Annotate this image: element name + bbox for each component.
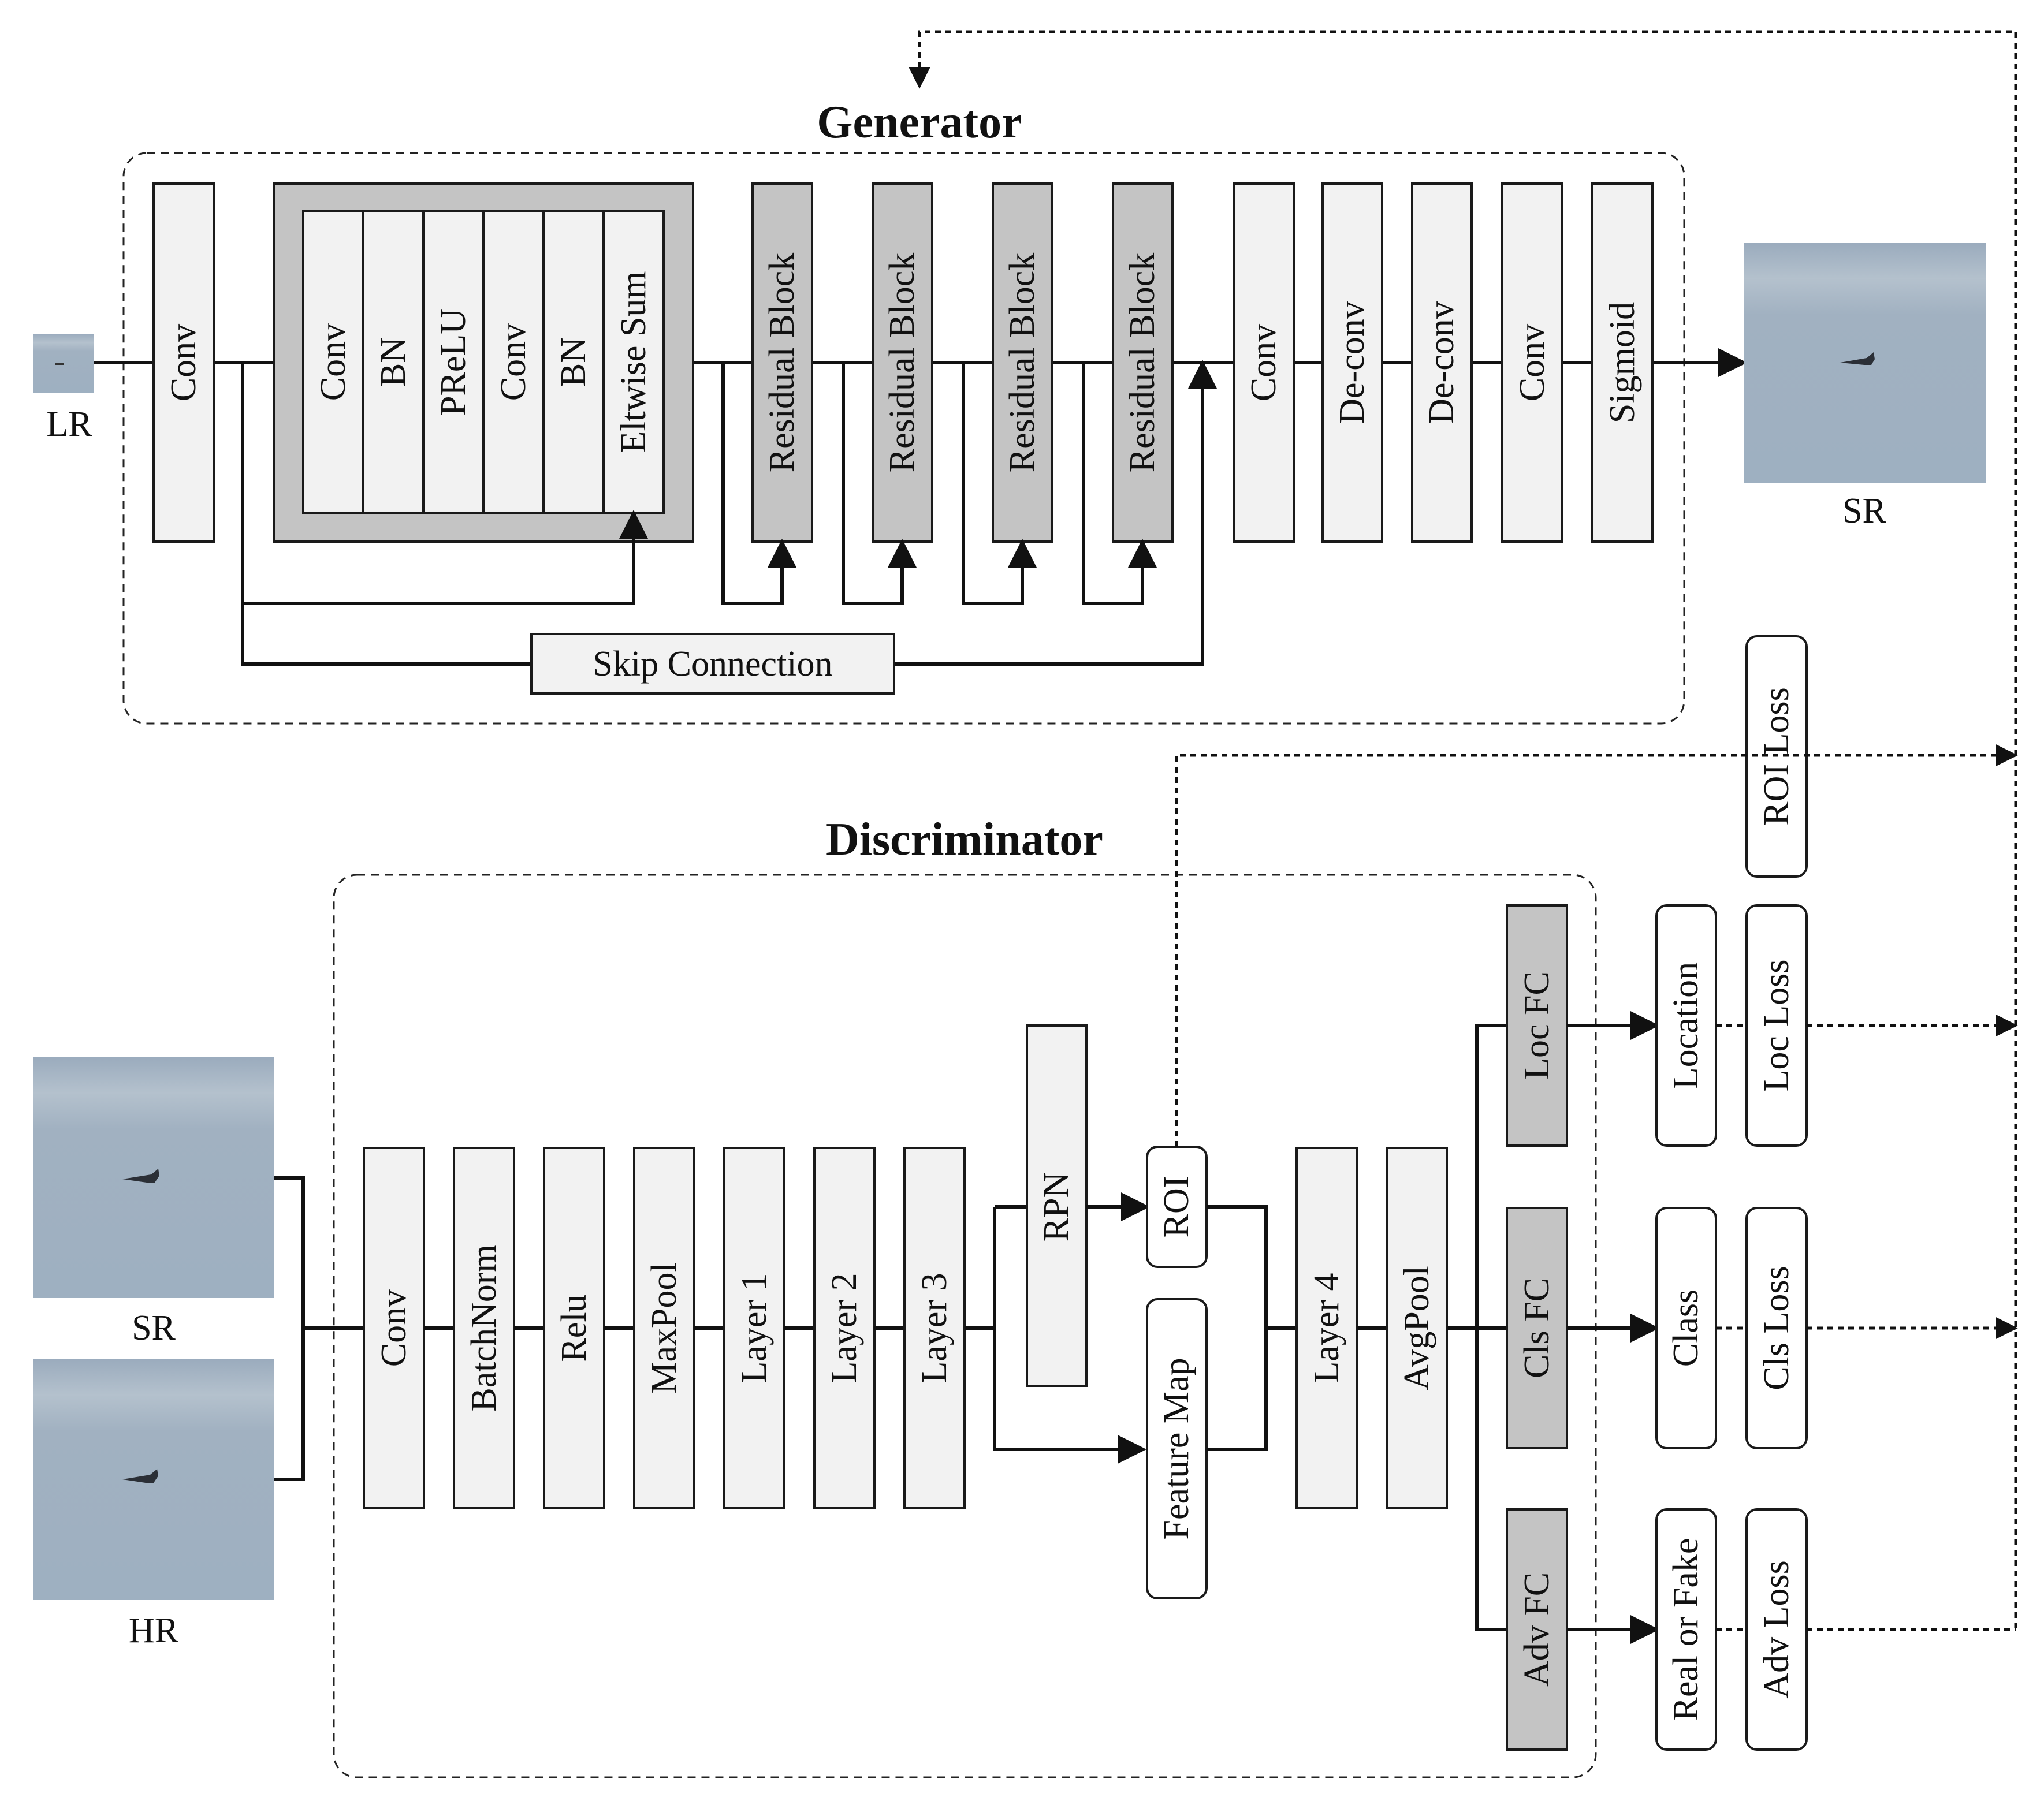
svg-text:Real or Fake: Real or Fake bbox=[1666, 1538, 1706, 1721]
disc-layer-4: Layer 4 bbox=[1295, 1147, 1358, 1509]
svg-text:Residual Block: Residual Block bbox=[883, 253, 922, 473]
generator-frame bbox=[122, 152, 1685, 725]
cls-fc: Cls FC bbox=[1506, 1207, 1568, 1449]
adv-loss: Adv Loss bbox=[1745, 1508, 1808, 1751]
disc-feature-map: Feature Map bbox=[1146, 1298, 1208, 1599]
svg-text:Cls FC: Cls FC bbox=[1517, 1278, 1557, 1378]
svg-text:AvgPool: AvgPool bbox=[1397, 1266, 1436, 1390]
gen-tail-deconv-1: De-conv bbox=[1321, 182, 1383, 543]
svg-text:Residual Block: Residual Block bbox=[1123, 253, 1162, 473]
adv-fc: Adv FC bbox=[1506, 1508, 1568, 1751]
res-inner-prelu: PReLU bbox=[422, 210, 485, 514]
svg-text:Skip Connection: Skip Connection bbox=[593, 644, 832, 684]
svg-text:RPN: RPN bbox=[1037, 1172, 1076, 1242]
res-inner-conv-2: Conv bbox=[482, 210, 545, 514]
loc-loss: Loc Loss bbox=[1745, 904, 1808, 1147]
res-inner-bn-1: BN bbox=[362, 210, 425, 514]
lr-label: LR bbox=[46, 405, 92, 444]
sr-output-label: SR bbox=[1842, 491, 1886, 531]
svg-text:Layer 4: Layer 4 bbox=[1307, 1273, 1346, 1383]
svg-text:Relu: Relu bbox=[554, 1294, 594, 1362]
discriminator-frame bbox=[333, 874, 1597, 1778]
svg-text:PReLU: PReLU bbox=[434, 308, 473, 416]
gen-tail-deconv-2: De-conv bbox=[1411, 182, 1473, 543]
svg-text:De-conv: De-conv bbox=[1422, 301, 1461, 424]
svg-text:De-conv: De-conv bbox=[1332, 301, 1372, 424]
svg-text:Class: Class bbox=[1666, 1289, 1706, 1367]
svg-text:Feature Map: Feature Map bbox=[1157, 1358, 1196, 1539]
res-inner-eltwise-sum: Eltwise Sum bbox=[602, 210, 665, 514]
svg-text:Sigmoid: Sigmoid bbox=[1603, 302, 1642, 423]
disc-sr-input-image bbox=[33, 1057, 274, 1298]
disc-relu: Relu bbox=[543, 1147, 605, 1509]
svg-text:Loc Loss: Loc Loss bbox=[1757, 959, 1796, 1091]
disc-batchnorm: BatchNorm bbox=[453, 1147, 515, 1509]
svg-text:Layer 3: Layer 3 bbox=[915, 1273, 954, 1383]
svg-text:BN: BN bbox=[554, 337, 593, 387]
class-output: Class bbox=[1655, 1207, 1717, 1449]
disc-layer-1: Layer 1 bbox=[723, 1147, 785, 1509]
disc-hr-label: HR bbox=[129, 1611, 179, 1650]
svg-text:Adv Loss: Adv Loss bbox=[1757, 1560, 1796, 1698]
svg-text:Residual Block: Residual Block bbox=[762, 253, 802, 473]
svg-text:BN: BN bbox=[374, 337, 413, 387]
cls-loss: Cls Loss bbox=[1745, 1207, 1808, 1449]
svg-text:Conv: Conv bbox=[1244, 324, 1283, 401]
residual-block-2: Residual Block bbox=[872, 182, 933, 543]
disc-hr-input-image bbox=[33, 1359, 274, 1600]
residual-block-4: Residual Block bbox=[1112, 182, 1174, 543]
real-or-fake-output: Real or Fake bbox=[1655, 1508, 1717, 1751]
svg-text:Loc FC: Loc FC bbox=[1517, 971, 1557, 1080]
svg-text:Layer 1: Layer 1 bbox=[735, 1273, 774, 1383]
svg-text:Conv: Conv bbox=[374, 1289, 414, 1367]
disc-conv: Conv bbox=[363, 1147, 425, 1509]
svg-text:Conv: Conv bbox=[314, 323, 353, 401]
gen-tail-sigmoid: Sigmoid bbox=[1591, 182, 1654, 543]
gen-tail-conv-2: Conv bbox=[1501, 182, 1563, 543]
disc-maxpool: MaxPool bbox=[633, 1147, 695, 1509]
svg-text:Conv: Conv bbox=[494, 323, 533, 401]
svg-text:MaxPool: MaxPool bbox=[645, 1262, 684, 1393]
svg-text:Residual Block: Residual Block bbox=[1003, 253, 1042, 473]
gen-conv-block: Conv bbox=[152, 182, 215, 543]
discriminator-title: Discriminator bbox=[826, 814, 1103, 865]
generator-title: Generator bbox=[817, 97, 1022, 148]
res-inner-conv-1: Conv bbox=[302, 210, 364, 514]
svg-text:ROI: ROI bbox=[1157, 1176, 1196, 1238]
svg-text:Adv FC: Adv FC bbox=[1517, 1572, 1557, 1687]
lr-input-image bbox=[33, 334, 94, 393]
disc-layer-2: Layer 2 bbox=[813, 1147, 876, 1509]
svg-text:Layer 2: Layer 2 bbox=[825, 1273, 864, 1383]
location-output: Location bbox=[1655, 904, 1717, 1147]
sr-output-image bbox=[1744, 243, 1986, 483]
disc-roi: ROI bbox=[1146, 1146, 1208, 1268]
disc-layer-3: Layer 3 bbox=[903, 1147, 966, 1509]
loc-fc: Loc FC bbox=[1506, 904, 1568, 1147]
residual-block-3: Residual Block bbox=[992, 182, 1053, 543]
disc-avgpool: AvgPool bbox=[1386, 1147, 1448, 1509]
res-inner-bn-2: BN bbox=[542, 210, 605, 514]
disc-sr-label: SR bbox=[132, 1308, 176, 1348]
svg-text:BatchNorm: BatchNorm bbox=[464, 1244, 504, 1411]
svg-text:Conv: Conv bbox=[164, 324, 203, 401]
residual-block-1: Residual Block bbox=[751, 182, 813, 543]
skip-connection-label-box: Skip Connection bbox=[530, 633, 895, 695]
disc-rpn: RPN bbox=[1026, 1024, 1088, 1387]
svg-text:Location: Location bbox=[1666, 962, 1706, 1089]
gen-tail-conv-1: Conv bbox=[1233, 182, 1295, 543]
svg-text:Cls Loss: Cls Loss bbox=[1757, 1266, 1796, 1390]
svg-text:Conv: Conv bbox=[1513, 324, 1552, 401]
svg-text:Eltwise Sum: Eltwise Sum bbox=[614, 271, 653, 453]
